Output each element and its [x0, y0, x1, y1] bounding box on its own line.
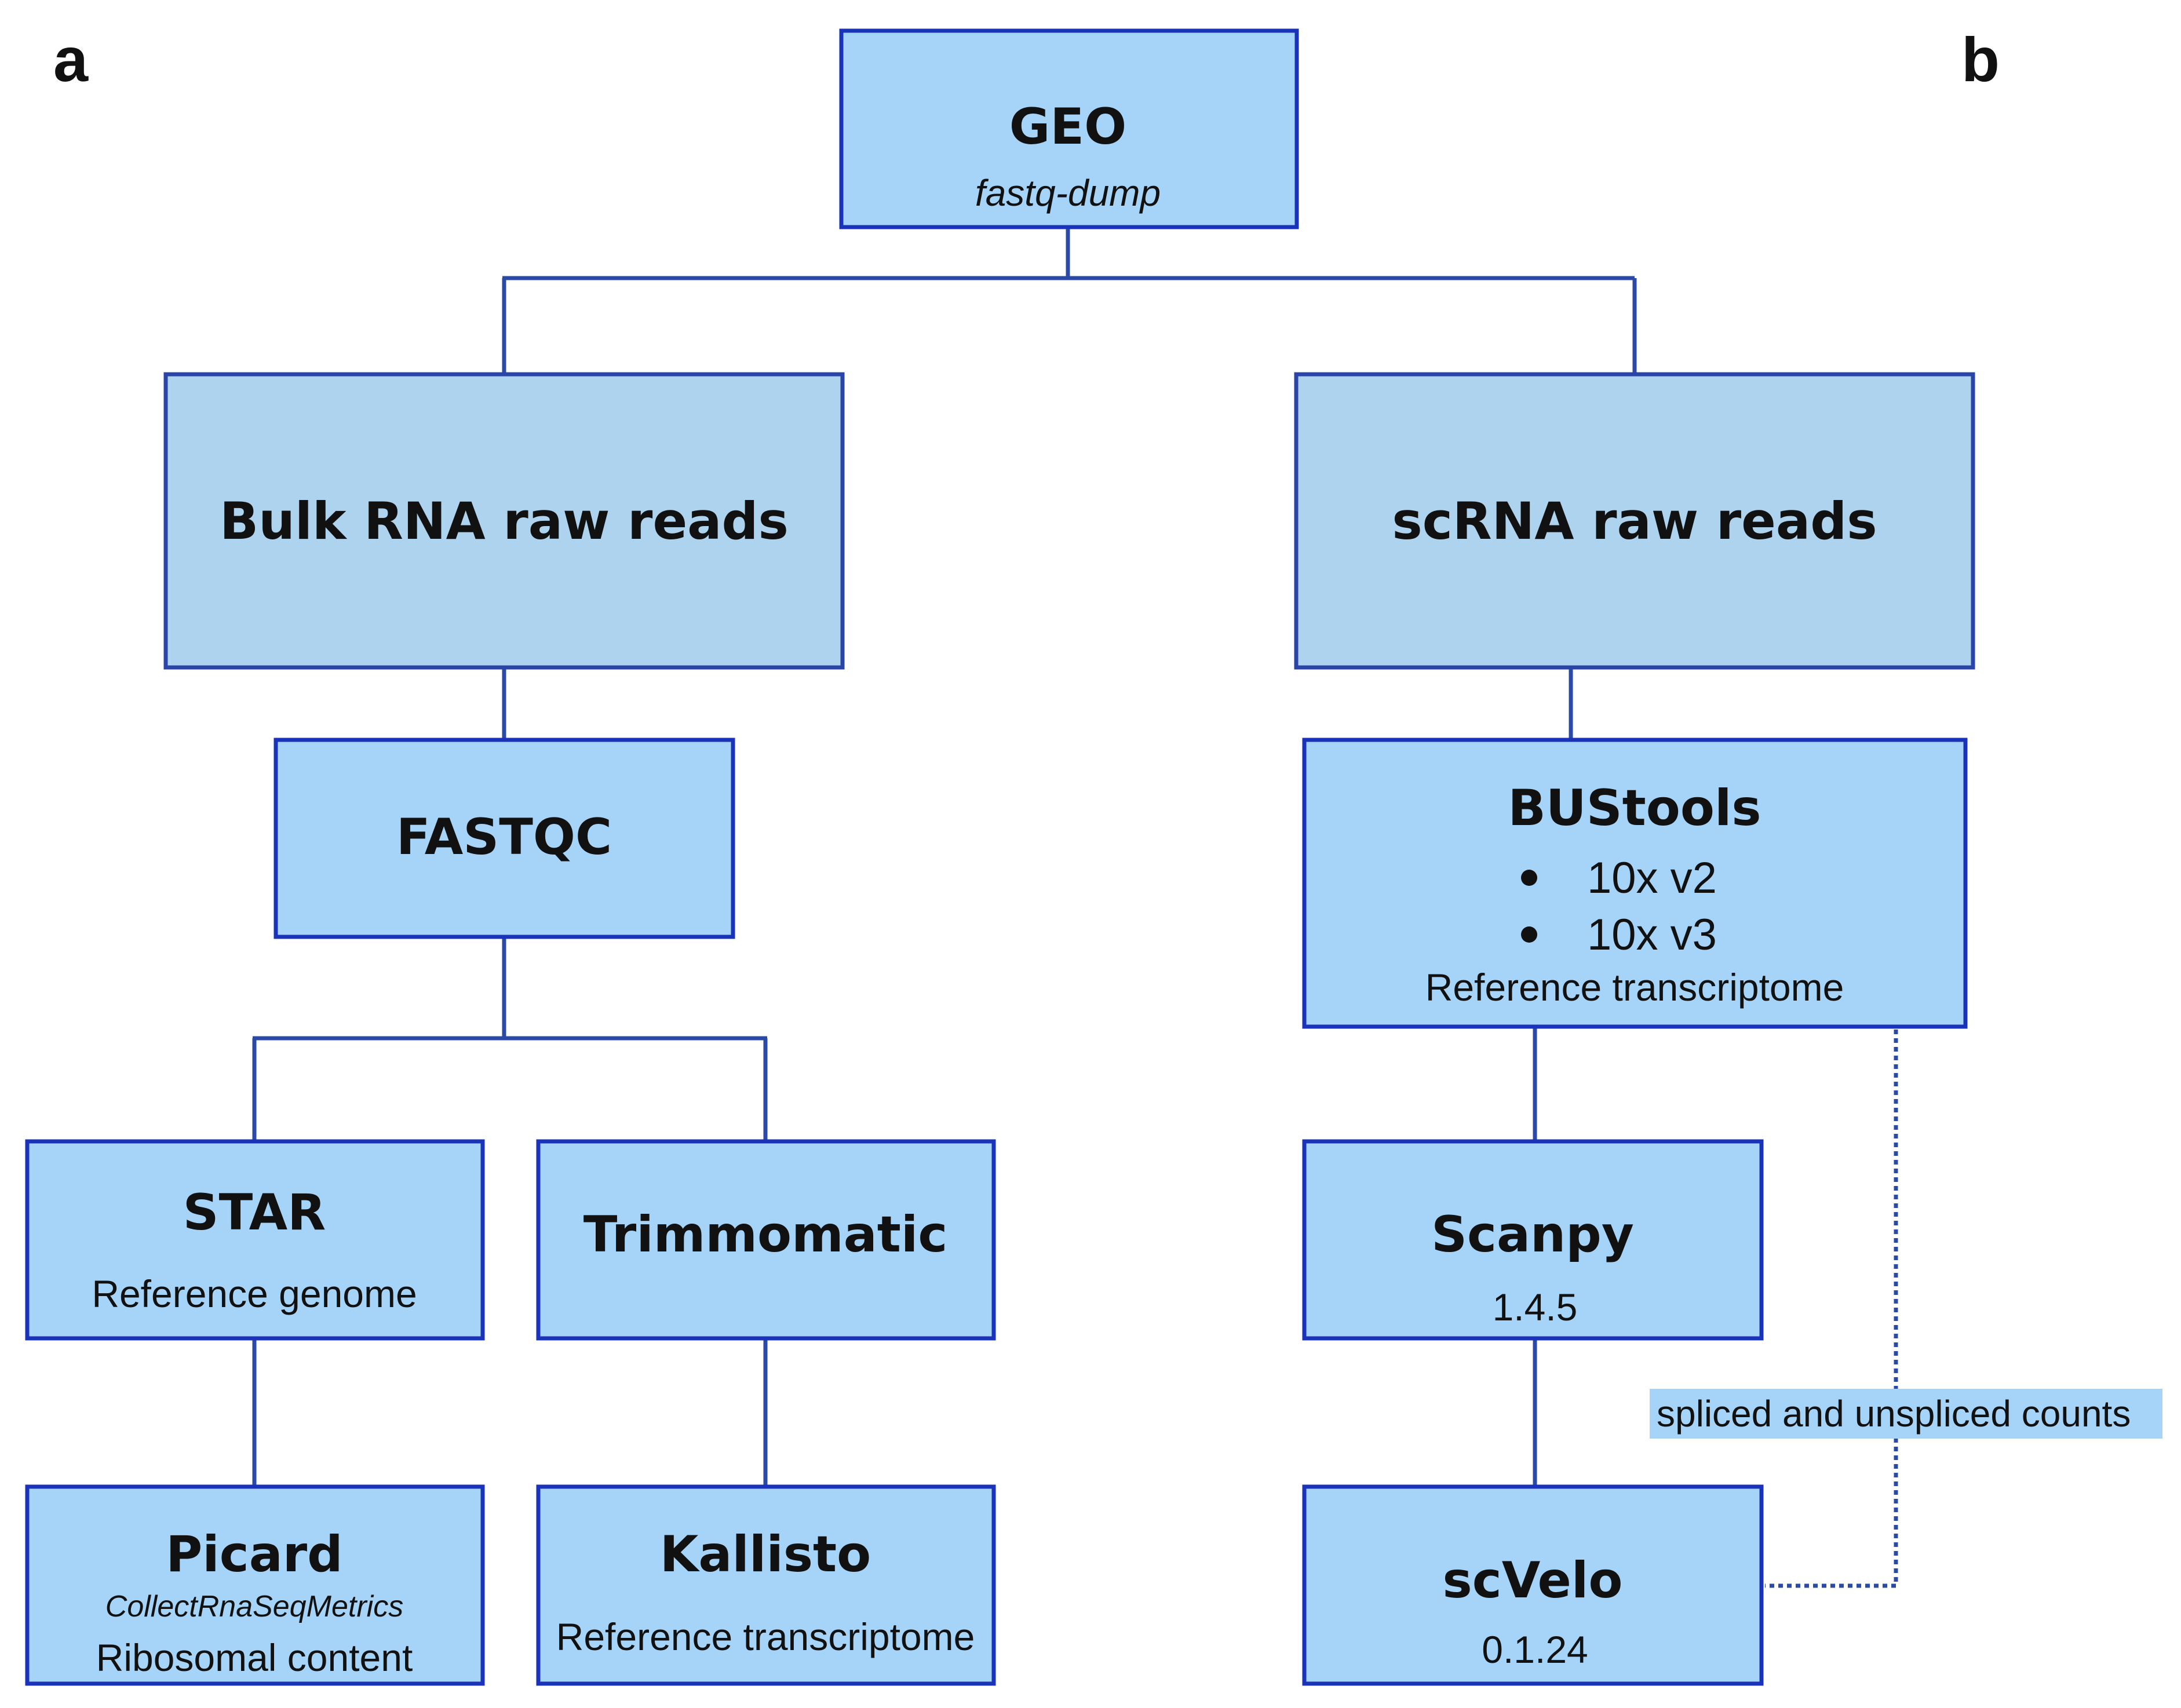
node-bustools-item: 10x v2: [1587, 853, 1717, 903]
connector-bustools-scvelo-dotted: [1765, 1021, 1898, 1588]
node-kallisto-subtitle: Reference transcriptome: [556, 1615, 975, 1658]
node-bustools-title: BUStools: [1508, 779, 1761, 837]
node-scrna-box: [1294, 372, 1975, 670]
bullet-dot: [1521, 926, 1537, 943]
node-fastqc-box: [273, 738, 735, 939]
node-geo-subtitle: fastq-dump: [975, 172, 1161, 214]
edge-label-spliced: spliced and unspliced counts: [1650, 1389, 2162, 1439]
node-scanpy-title: Scanpy: [1431, 1206, 1634, 1264]
node-bustools-item: 10x v3: [1587, 910, 1717, 959]
node-kallisto: Kallisto Reference transcriptome: [536, 1484, 996, 1686]
node-picard-box: [25, 1484, 485, 1686]
node-star-subtitle: Reference genome: [92, 1272, 417, 1315]
bullet-dot: [1521, 870, 1537, 886]
node-trimmomatic-title: Trimmomatic: [583, 1206, 948, 1264]
node-picard: Picard CollectRnaSeqMetrics Ribosomal co…: [25, 1484, 485, 1686]
node-scrna-title: scRNA raw reads: [1392, 491, 1877, 551]
node-bulk-rna-box: [163, 372, 845, 670]
node-bustools: BUStools 10x v2 10x v3 Reference transcr…: [1302, 738, 1968, 1029]
node-trimmomatic: Trimmomatic: [536, 1139, 996, 1341]
node-scanpy-box: [1302, 1139, 1764, 1341]
node-bustools-note: Reference transcriptome: [1425, 966, 1844, 1009]
node-kallisto-title: Kallisto: [660, 1525, 871, 1583]
node-fastqc-title: FASTQC: [396, 808, 612, 866]
node-scrna: scRNA raw reads: [1294, 372, 1975, 670]
node-scanpy-subtitle: 1.4.5: [1493, 1286, 1578, 1329]
edge-label-text: spliced and unspliced counts: [1657, 1393, 2131, 1435]
node-trimmomatic-box: [536, 1139, 996, 1341]
node-star: STAR Reference genome: [25, 1139, 485, 1341]
panel-label-b: b: [1961, 24, 2000, 94]
node-bulk-rna: Bulk RNA raw reads: [163, 372, 845, 670]
node-scvelo: scVelo 0.1.24: [1302, 1484, 1764, 1686]
node-picard-title: Picard: [166, 1525, 343, 1583]
node-bustools-box: [1302, 738, 1968, 1029]
node-picard-subtitle: CollectRnaSeqMetrics: [105, 1590, 403, 1623]
node-star-box: [25, 1139, 485, 1341]
node-scvelo-subtitle: 0.1.24: [1482, 1628, 1588, 1671]
node-picard-note: Ribosomal content: [96, 1636, 413, 1679]
node-kallisto-box: [536, 1484, 996, 1686]
node-geo: GEO fastq-dump: [839, 28, 1299, 229]
node-scvelo-title: scVelo: [1443, 1552, 1623, 1610]
node-star-title: STAR: [183, 1184, 326, 1242]
node-geo-box: [839, 28, 1299, 229]
edge-label-background: [1650, 1389, 2162, 1439]
node-bulk-rna-title: Bulk RNA raw reads: [220, 491, 789, 551]
node-scanpy: Scanpy 1.4.5: [1302, 1139, 1764, 1341]
node-scvelo-box: [1302, 1484, 1764, 1686]
connectors: [252, 227, 1898, 1588]
panel-label-a: a: [53, 24, 89, 94]
node-fastqc: FASTQC: [273, 738, 735, 939]
node-geo-title: GEO: [1009, 98, 1126, 156]
